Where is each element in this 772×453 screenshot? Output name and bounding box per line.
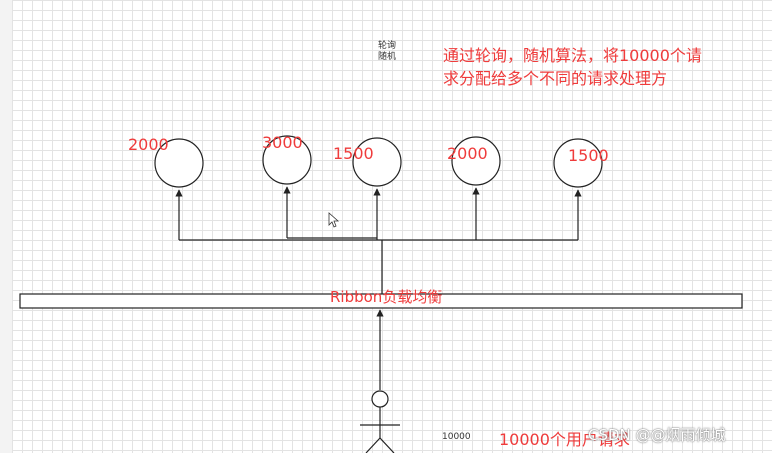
server-node-3[interactable] [352,137,402,187]
server-node-2[interactable] [262,135,312,185]
user-request-label: 10000个用户请求 [499,430,630,449]
server-capacity-1: 2000 [128,135,169,154]
server-capacity-3: 1500 [333,144,374,163]
server-capacity-2: 3000 [262,133,303,152]
load-balancer-label: Ribbon负载均衡 [330,288,443,306]
server-node-5[interactable] [553,138,603,188]
server-capacity-4: 2000 [447,144,488,163]
algorithm-label-polling: 轮询 [378,41,397,51]
server-node-1[interactable] [154,138,204,188]
actor-right-leg [379,437,395,453]
server-capacity-5: 1500 [568,146,609,165]
actor-head [371,390,389,408]
load-balancer-bar[interactable] [19,293,743,309]
user-actor-icon[interactable] [360,390,400,453]
user-count-label: 10000 [442,432,471,442]
server-node-4[interactable] [451,136,501,186]
distribution-connectors [175,186,582,294]
cursor-icon [328,212,340,228]
grid-background [12,0,772,453]
csdn-watermark: CSDN @@烟雨倾城 [588,426,726,444]
server-nodes [154,135,603,188]
description-line-1: 通过轮询，随机算法，将10000个请 [443,46,702,65]
algorithm-label-random: 随机 [378,52,397,62]
actor-left-leg [365,437,381,453]
description-line-2: 求分配给多个不同的请求处理方 [443,69,668,88]
